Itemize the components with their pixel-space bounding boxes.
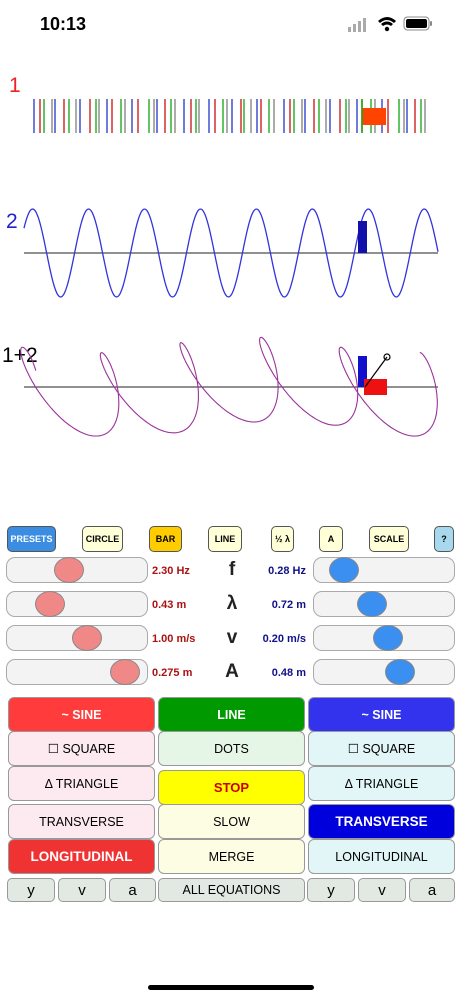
wave1-transverse-button[interactable]: TRANSVERSE bbox=[8, 804, 155, 839]
param-symbol: v bbox=[226, 627, 238, 648]
wave2-v-equation-button[interactable]: v bbox=[358, 878, 406, 902]
wave1-triangle-button[interactable]: Δ TRIANGLE bbox=[8, 766, 155, 801]
battery-icon bbox=[403, 16, 432, 31]
wave2-param-value: 0.20 m/s bbox=[262, 633, 306, 645]
sum-red-marker bbox=[364, 379, 387, 395]
amplitude-button[interactable]: A bbox=[319, 526, 343, 552]
wave1-param-slider[interactable] bbox=[6, 591, 148, 617]
wave1-slider-knob[interactable] bbox=[54, 557, 84, 583]
wave1-v-equation-button[interactable]: v bbox=[58, 878, 106, 902]
wave2-param-value: 0.72 m bbox=[271, 599, 306, 611]
sum-curve bbox=[20, 336, 438, 437]
wave2-slider-knob[interactable] bbox=[373, 625, 403, 651]
wave2-param-value: 0.28 Hz bbox=[268, 565, 306, 577]
wave2-sine-button[interactable]: ~ SINE bbox=[308, 697, 455, 732]
status-time: 10:13 bbox=[40, 14, 87, 34]
home-indicator[interactable] bbox=[148, 985, 314, 990]
wave2-param-slider[interactable] bbox=[313, 659, 455, 685]
wave1-param-value: 0.43 m bbox=[152, 599, 187, 611]
bar-button[interactable]: BAR bbox=[149, 526, 182, 552]
param-symbol: f bbox=[228, 559, 236, 580]
wave1-param-slider[interactable] bbox=[6, 625, 148, 651]
slow-button[interactable]: SLOW bbox=[158, 804, 305, 839]
sum-wave-plot bbox=[20, 336, 438, 437]
wave2-slider-knob[interactable] bbox=[329, 557, 359, 583]
wave1-param-slider[interactable] bbox=[6, 659, 148, 685]
wave1-a-equation-button[interactable]: a bbox=[109, 878, 156, 902]
wave2-longitudinal-button[interactable]: LONGITUDINAL bbox=[308, 839, 455, 874]
wave1-marker bbox=[362, 108, 386, 125]
wave1-y-equation-button[interactable]: y bbox=[7, 878, 55, 902]
wave1-param-value: 1.00 m/s bbox=[152, 633, 196, 645]
circle-button[interactable]: CIRCLE bbox=[82, 526, 123, 552]
wave2-square-button[interactable]: ☐ SQUARE bbox=[308, 731, 455, 766]
wave1-param-value: 2.30 Hz bbox=[152, 565, 190, 577]
plot-label-1: 1 bbox=[9, 74, 21, 97]
wave2-triangle-button[interactable]: Δ TRIANGLE bbox=[308, 766, 455, 801]
cellular-signal-icon bbox=[348, 18, 366, 32]
wave2-param-slider[interactable] bbox=[313, 557, 455, 583]
plot-label-2: 2 bbox=[6, 210, 18, 233]
wave1-slider-knob[interactable] bbox=[110, 659, 140, 685]
sum-blue-marker bbox=[358, 356, 367, 387]
all-equations-button[interactable]: ALL EQUATIONS bbox=[158, 878, 305, 902]
wave2-param-value: 0.48 m bbox=[271, 667, 306, 679]
plot-label-3: 1+2 bbox=[2, 344, 38, 367]
wave1-longitudinal-button[interactable]: LONGITUDINAL bbox=[8, 839, 155, 874]
dots-button[interactable]: DOTS bbox=[158, 731, 305, 766]
presets-button[interactable]: PRESETS bbox=[7, 526, 56, 552]
wave1-param-value: 0.275 m bbox=[152, 667, 193, 679]
transverse-wave-plot bbox=[23, 208, 439, 298]
wave2-slider-knob[interactable] bbox=[385, 659, 415, 685]
wave2-curve bbox=[23, 208, 439, 298]
wave2-param-slider[interactable] bbox=[313, 625, 455, 651]
wave1-square-button[interactable]: ☐ SQUARE bbox=[8, 731, 155, 766]
merge-button[interactable]: MERGE bbox=[158, 839, 305, 874]
wave1-param-slider[interactable] bbox=[6, 557, 148, 583]
wave2-a-equation-button[interactable]: a bbox=[409, 878, 455, 902]
wave2-y-equation-button[interactable]: y bbox=[307, 878, 355, 902]
longitudinal-wave-plot bbox=[33, 99, 426, 133]
wave1-slider-knob[interactable] bbox=[35, 591, 65, 617]
scale-button[interactable]: SCALE bbox=[369, 526, 409, 552]
sum-vector bbox=[364, 356, 388, 388]
wave2-marker bbox=[358, 221, 367, 253]
line-mode-button[interactable]: LINE bbox=[158, 697, 305, 732]
half-lambda-button[interactable]: ½ λ bbox=[271, 526, 294, 552]
wave1-slider-knob[interactable] bbox=[72, 625, 102, 651]
help-button[interactable]: ? bbox=[434, 526, 454, 552]
wifi-icon bbox=[378, 17, 396, 32]
wave2-param-slider[interactable] bbox=[313, 591, 455, 617]
line-button[interactable]: LINE bbox=[208, 526, 242, 552]
wave1-sine-button[interactable]: ~ SINE bbox=[8, 697, 155, 732]
param-symbol: A bbox=[225, 661, 239, 682]
wave2-slider-knob[interactable] bbox=[357, 591, 387, 617]
sum-vector-tip bbox=[383, 353, 391, 361]
param-symbol: λ bbox=[226, 593, 238, 614]
status-icons bbox=[348, 16, 432, 32]
stop-button[interactable]: STOP bbox=[158, 770, 305, 805]
wave2-transverse-button[interactable]: TRANSVERSE bbox=[308, 804, 455, 839]
